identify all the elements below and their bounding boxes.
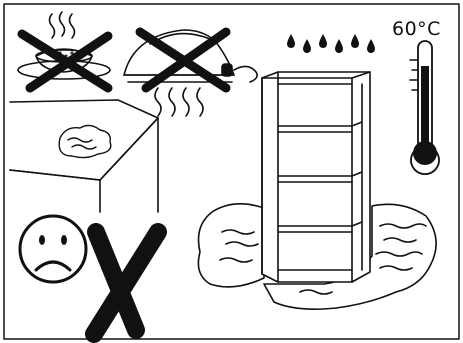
- sad-face-icon: [20, 216, 86, 282]
- shelf-unit-icon: [262, 72, 370, 282]
- big-cross-icon: [94, 232, 158, 334]
- water-drops-icon: [287, 34, 375, 53]
- table-icon: [10, 100, 158, 212]
- water-puddle-icon: [59, 125, 111, 157]
- cross-icon: [22, 34, 108, 88]
- temperature-label: 60°C: [392, 18, 441, 40]
- thermometer-icon: [410, 41, 439, 174]
- cross-icon: [140, 32, 226, 88]
- heat-waves-icon: [155, 88, 203, 116]
